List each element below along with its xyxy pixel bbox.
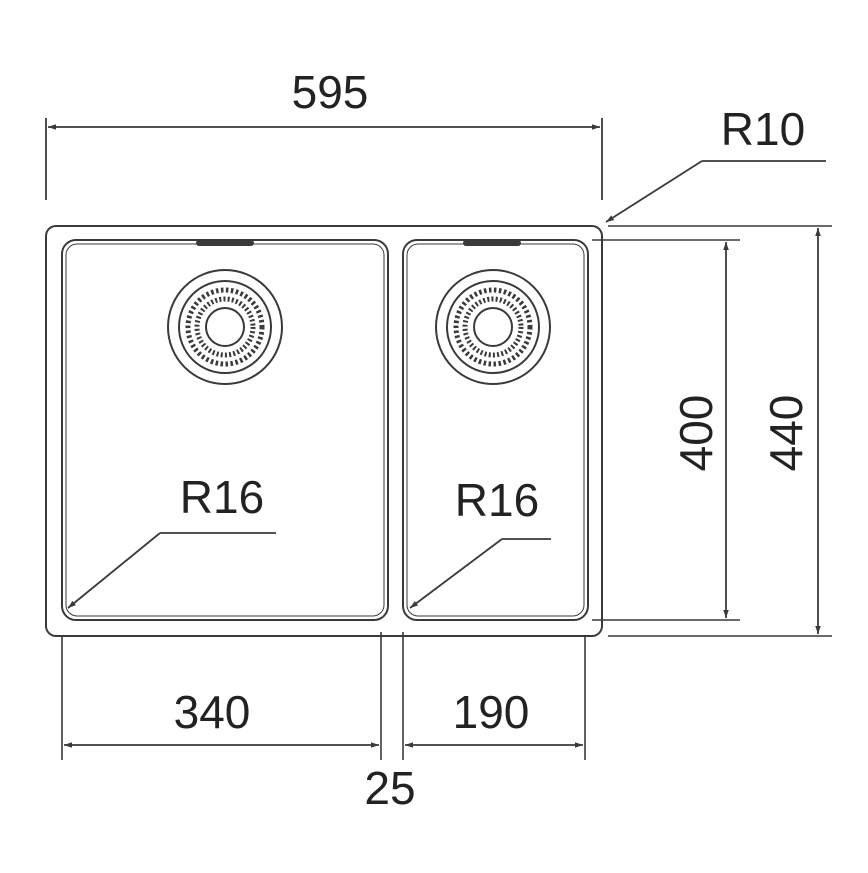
divider-width-label: 25: [364, 762, 415, 814]
large-bowl-width-label: 340: [174, 686, 251, 738]
leader-corner-radius: [605, 160, 826, 223]
small-bowl-inner-outline: [406, 243, 585, 617]
large-bowl-overflow-icon: [196, 240, 254, 246]
large-bowl-radius-label: R16: [180, 471, 264, 523]
dimension-bottom-extension: [61, 632, 586, 760]
leader-large-bowl-radius: [67, 532, 276, 609]
leader-small-bowl-radius: [409, 538, 551, 609]
dimension-overall-width: [45, 118, 603, 200]
small-bowl-radius-label: R16: [455, 474, 539, 526]
large-bowl: [61, 239, 389, 621]
small-bowl-overflow-icon: [463, 240, 521, 246]
small-bowl: [402, 239, 589, 621]
overall-depth-label: 440: [760, 395, 812, 472]
overall-width-label: 595: [292, 66, 369, 118]
large-bowl-strainer-waste-icon: [167, 269, 283, 385]
corner-radius-label: R10: [721, 103, 805, 155]
sink-outline: [45, 225, 603, 637]
dimension-depths-extension: [592, 225, 832, 637]
small-bowl-width-label: 190: [453, 686, 530, 738]
bowl-height-label: 400: [670, 395, 722, 472]
small-bowl-outline: [402, 239, 589, 621]
small-bowl-strainer-waste-icon: [435, 269, 551, 385]
